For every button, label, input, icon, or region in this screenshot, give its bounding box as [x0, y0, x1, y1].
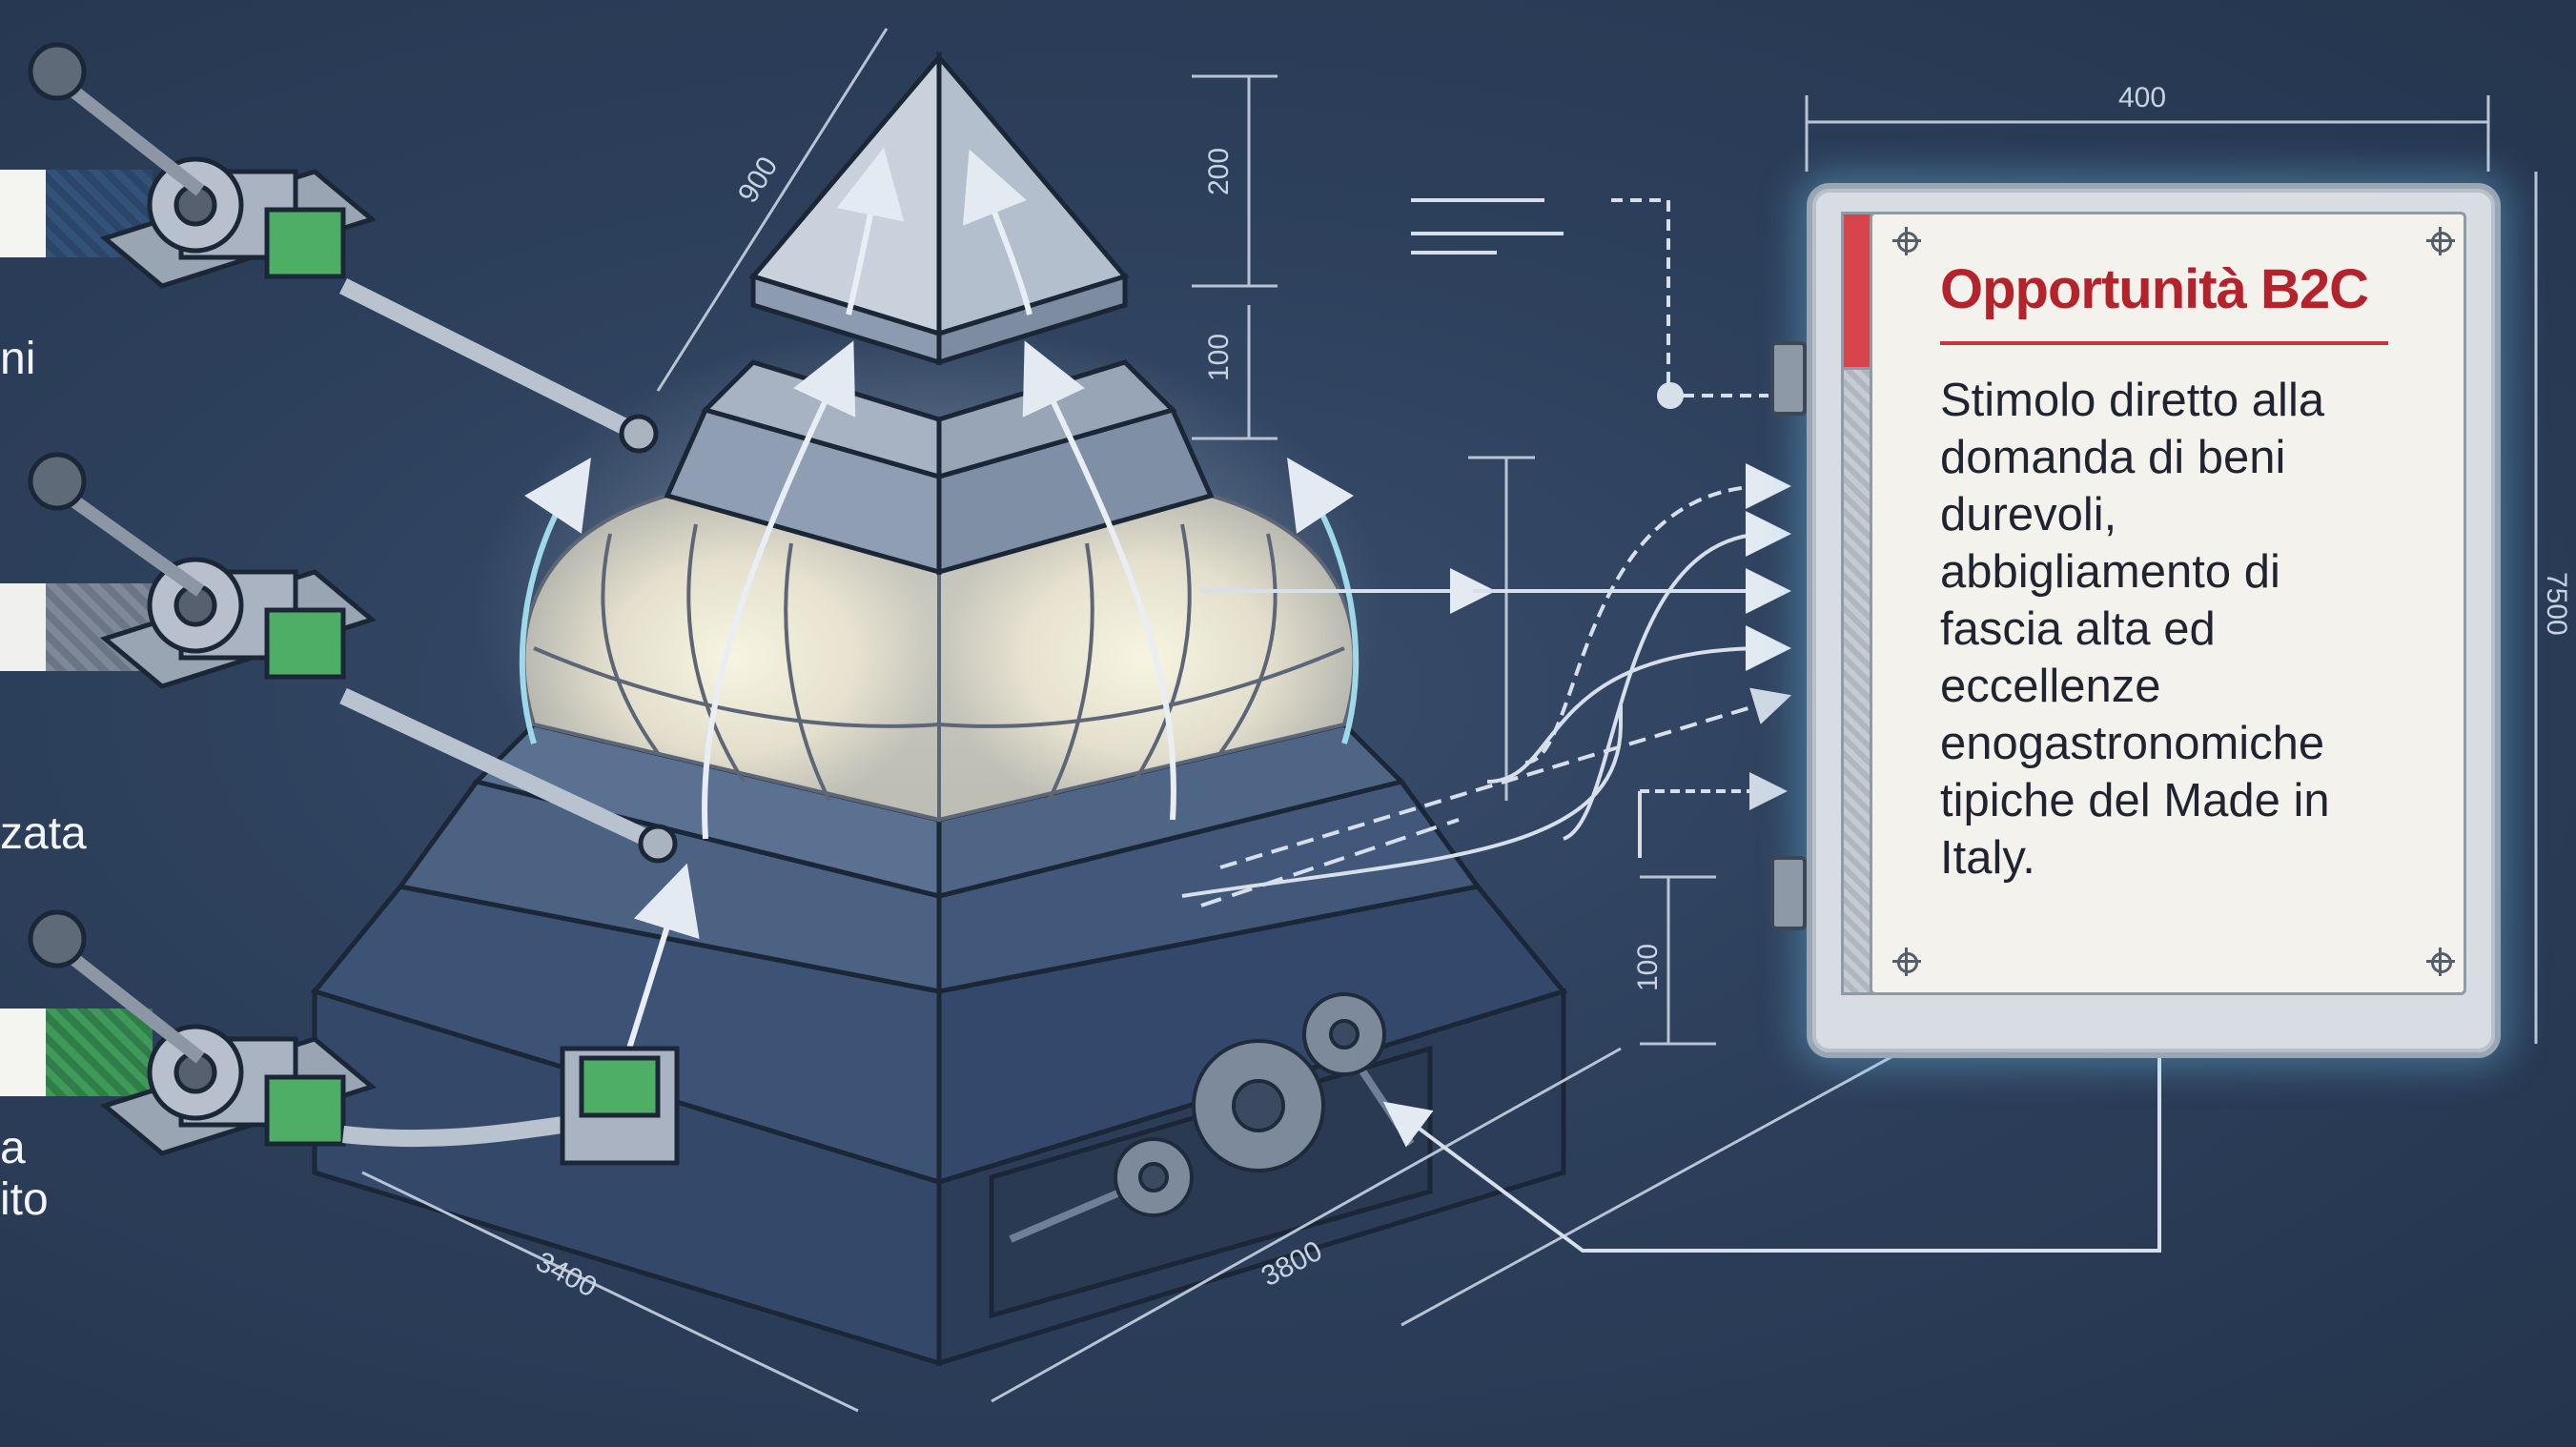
crosshair-icon	[2426, 948, 2455, 976]
crosshair-icon	[2426, 227, 2455, 255]
dim-panel-width: 400	[2118, 82, 2166, 113]
dim-mid-height: 100	[1203, 334, 1235, 381]
panel-divider	[1940, 341, 2388, 345]
motor-1	[31, 45, 656, 451]
dim-top-height: 200	[1203, 148, 1235, 195]
panel-title: Opportunità B2C	[1940, 257, 2398, 321]
dim-top-slant: 900	[732, 152, 785, 209]
dim-panel-height: 7500	[2541, 572, 2572, 636]
info-panel: Opportunità B2C Stimolo diretto alla dom…	[1807, 183, 2501, 1058]
pyramid-top	[753, 57, 1125, 362]
crosshair-icon	[1892, 948, 1921, 976]
panel-bolt-bottom	[1770, 856, 1807, 930]
crosshair-icon	[1892, 227, 1921, 255]
panel-bolt-top	[1770, 341, 1807, 416]
panel-body-text: Stimolo diretto alla domanda di beni dur…	[1940, 372, 2398, 887]
dim-panel-lower: 100	[1632, 944, 1664, 991]
